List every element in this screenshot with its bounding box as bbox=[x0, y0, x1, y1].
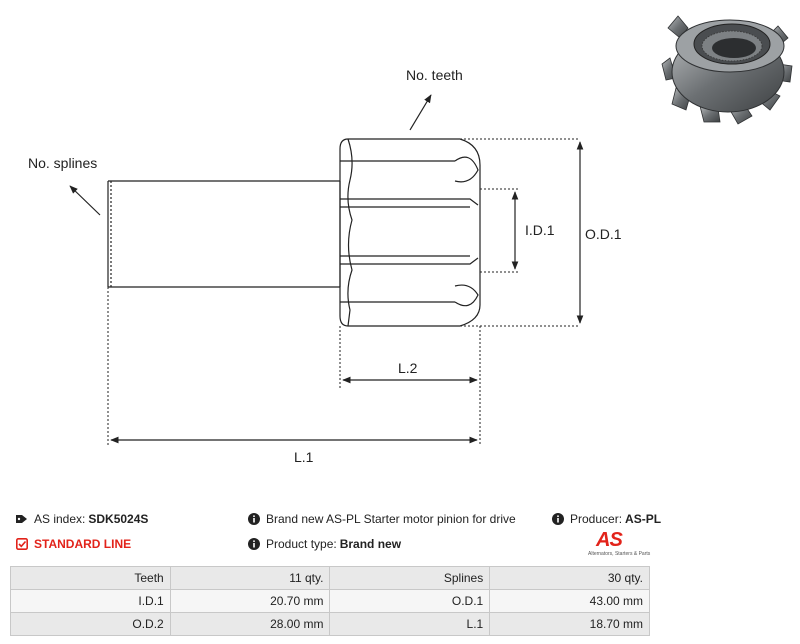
logo-text: AS bbox=[596, 529, 623, 551]
spec-label: O.D.2 bbox=[10, 612, 171, 636]
pinion-photo bbox=[661, 15, 793, 125]
l1-label: L.1 bbox=[294, 449, 314, 465]
info-icon bbox=[248, 513, 260, 525]
checkbox-icon bbox=[16, 538, 28, 550]
table-row: I.D.1 20.70 mm O.D.1 43.00 mm bbox=[10, 589, 650, 613]
product-type-value: Brand new bbox=[339, 537, 402, 551]
spec-label: Splines bbox=[329, 566, 491, 590]
spec-value: 43.00 mm bbox=[489, 589, 650, 613]
producer-row: Producer: AS-PL bbox=[552, 511, 661, 527]
l2-label: L.2 bbox=[398, 360, 418, 376]
spec-value: 11 qty. bbox=[169, 566, 331, 590]
as-pl-logo: AS Alternators, Starters & Parts bbox=[588, 529, 652, 559]
logo-tagline: Alternators, Starters & Parts bbox=[588, 551, 651, 557]
teeth-label: No. teeth bbox=[406, 67, 463, 83]
splines-label: No. splines bbox=[28, 155, 97, 171]
od1-label: O.D.1 bbox=[585, 226, 622, 242]
spec-label: O.D.1 bbox=[329, 589, 491, 613]
dimension-arrows bbox=[69, 94, 584, 444]
description-row: Brand new AS-PL Starter motor pinion for… bbox=[248, 511, 516, 527]
producer-label: Producer: bbox=[570, 512, 623, 526]
technical-drawing: No. teeth No. splines I.D.1 O.D.1 L.2 L.… bbox=[28, 15, 793, 465]
product-type-row: Product type: Brand new bbox=[248, 536, 401, 552]
tag-icon bbox=[16, 515, 27, 523]
pinion-outline bbox=[339, 138, 481, 327]
table-row: Teeth 11 qty. Splines 30 qty. bbox=[10, 566, 650, 590]
spec-value: 20.70 mm bbox=[169, 589, 331, 613]
info-icon bbox=[552, 513, 564, 525]
info-icon bbox=[248, 538, 260, 550]
producer-value: AS-PL bbox=[625, 512, 662, 526]
spec-value: 28.00 mm bbox=[169, 612, 331, 636]
shaft-outline bbox=[107, 180, 340, 288]
spec-label: L.1 bbox=[329, 612, 491, 636]
as-index-label: AS index: bbox=[34, 512, 86, 526]
standard-line-label: STANDARD LINE bbox=[34, 537, 132, 551]
standard-line-row: STANDARD LINE bbox=[16, 536, 131, 552]
id1-label: I.D.1 bbox=[525, 222, 555, 238]
spec-value: 18.70 mm bbox=[489, 612, 650, 636]
spec-label: I.D.1 bbox=[10, 589, 171, 613]
spec-value: 30 qty. bbox=[489, 566, 650, 590]
description-text: Brand new AS-PL Starter motor pinion for… bbox=[266, 512, 516, 526]
as-index-row: AS index: SDK5024S bbox=[16, 511, 148, 527]
dimension-guides bbox=[107, 138, 580, 446]
product-type-label: Product type: bbox=[266, 537, 337, 551]
specs-table: Teeth 11 qty. Splines 30 qty. I.D.1 20.7… bbox=[10, 566, 650, 636]
as-index-value: SDK5024S bbox=[88, 512, 149, 526]
table-row: O.D.2 28.00 mm L.1 18.70 mm bbox=[10, 612, 650, 636]
spec-label: Teeth bbox=[10, 566, 171, 590]
